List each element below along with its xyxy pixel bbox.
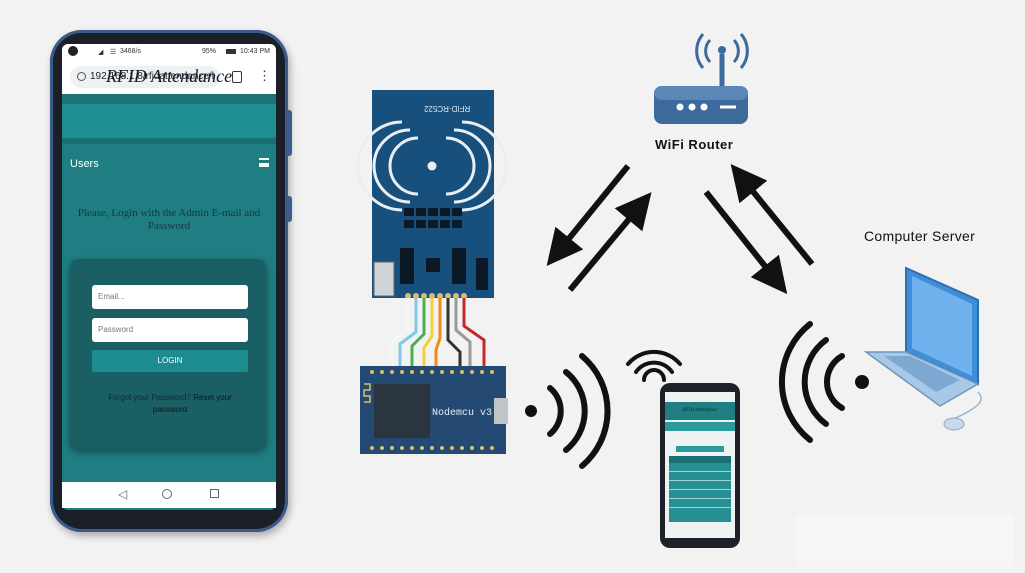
nodemcu-board [360, 366, 508, 454]
hamburger-menu-icon[interactable] [259, 158, 269, 167]
arrow-router-to-node [546, 164, 631, 266]
small-phone-header [665, 402, 735, 420]
server-label: Computer Server [864, 228, 976, 244]
home-icon[interactable] [162, 489, 172, 499]
wifi-router-icon [654, 33, 749, 124]
reset-password-link[interactable]: Reset your password [152, 393, 232, 414]
status-bar: ◢ ☰ 3468/s 95% 10:43 PM [62, 44, 276, 60]
android-nav-bar: ◁ [62, 482, 276, 508]
arrow-server-to-router [730, 164, 815, 266]
battery-icon [226, 49, 236, 54]
recents-icon[interactable] [210, 489, 219, 498]
small-phone-table [669, 456, 731, 522]
rfid-reader-module [356, 90, 508, 299]
network-speed: 3468/s [120, 48, 142, 55]
password-field[interactable]: Password [92, 318, 248, 342]
phone-power-button [286, 196, 292, 222]
small-phone-app-title: RFID Attendance [682, 408, 718, 413]
arrow-router-to-server [703, 190, 788, 295]
phone-wifi-icon [626, 349, 682, 382]
nfc-wave-icon [356, 120, 508, 212]
arrow-node-to-router [567, 192, 652, 292]
wifi-icon: ☰ [110, 49, 117, 56]
url-input[interactable]: 192.168.1.8/rfidattendance/l [70, 66, 220, 88]
navbar [62, 104, 276, 138]
nodemcu-label: Nodemcu v3 [432, 408, 493, 419]
router-label: WiFi Router [655, 137, 734, 152]
laptop-icon [863, 266, 982, 431]
server-signal-icon [779, 321, 869, 443]
phone-volume-button [286, 110, 292, 156]
faint-panel [796, 515, 1014, 567]
login-button[interactable]: LOGIN [92, 350, 248, 372]
jumper-wires [390, 298, 486, 374]
nav-users-link[interactable]: Users [70, 158, 99, 170]
small-phone-navbar [665, 422, 735, 431]
forgot-password-text: Forgot your Password? [108, 393, 191, 402]
signal-icon: ◢ [98, 49, 104, 56]
clock: 10:43 PM [240, 48, 270, 55]
login-message: Please, Login with the Admin E-mail and … [77, 207, 261, 232]
email-field[interactable]: Email... [92, 285, 248, 309]
wireless-signal-icon [525, 353, 611, 469]
more-menu-icon[interactable]: ⋮ [258, 68, 271, 83]
info-icon [77, 71, 86, 81]
camera-icon [68, 46, 78, 56]
back-icon[interactable]: ◁ [118, 487, 128, 501]
tabs-icon[interactable] [232, 71, 242, 83]
app-title: RFID Attendance [105, 66, 233, 86]
battery-level: 95% [202, 48, 217, 55]
table-header [669, 456, 731, 463]
rfid-module-label: RFID-RC522 [424, 104, 471, 113]
browser-address-bar: 192.168.1.8/rfidattendance/l ⋮ [62, 60, 276, 94]
url-text: 192.168.1.8/rfidattendance/l [90, 71, 214, 82]
forgot-password: Forgot your Password? Reset your passwor… [92, 392, 248, 416]
data-flow-arrows [546, 164, 815, 295]
small-phone-button [676, 446, 724, 452]
